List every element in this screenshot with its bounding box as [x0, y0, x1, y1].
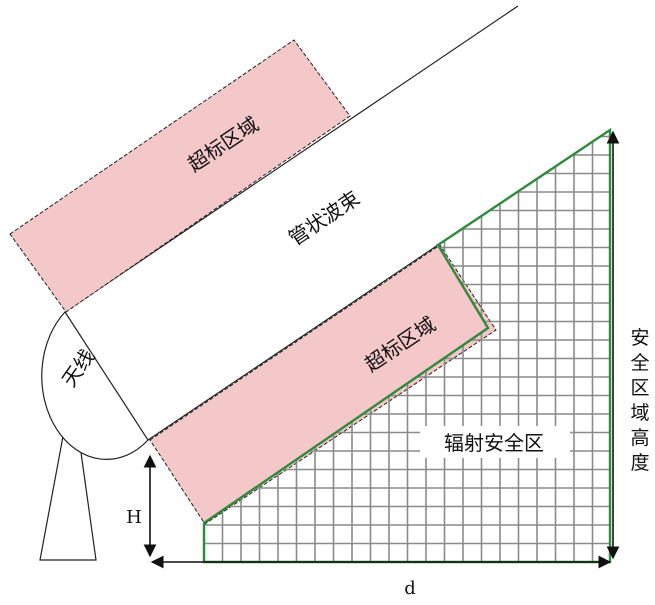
safe-height-label-char: 域 — [630, 402, 649, 424]
exceed-zone-upper — [9, 39, 351, 313]
safe-zone-label: 辐射安全区 — [444, 431, 544, 455]
exceed-zone-lower — [149, 244, 497, 525]
safe-zone-label-bg — [420, 426, 570, 458]
antenna-tower-icon — [39, 387, 97, 561]
beam-lower-line — [147, 244, 439, 441]
antenna-dish — [41, 311, 149, 460]
safe-height-label-char: 高 — [630, 427, 649, 449]
beam-label: 管状波束 — [284, 186, 364, 251]
safe-height-label-char: 区 — [630, 377, 649, 399]
distance-label: d — [404, 578, 416, 599]
safe-height-label-char: 度 — [630, 452, 649, 474]
safe-height-label-char: 安 — [630, 327, 649, 349]
safe-height-label-char: 全 — [630, 352, 649, 374]
height-label: H — [126, 507, 142, 528]
